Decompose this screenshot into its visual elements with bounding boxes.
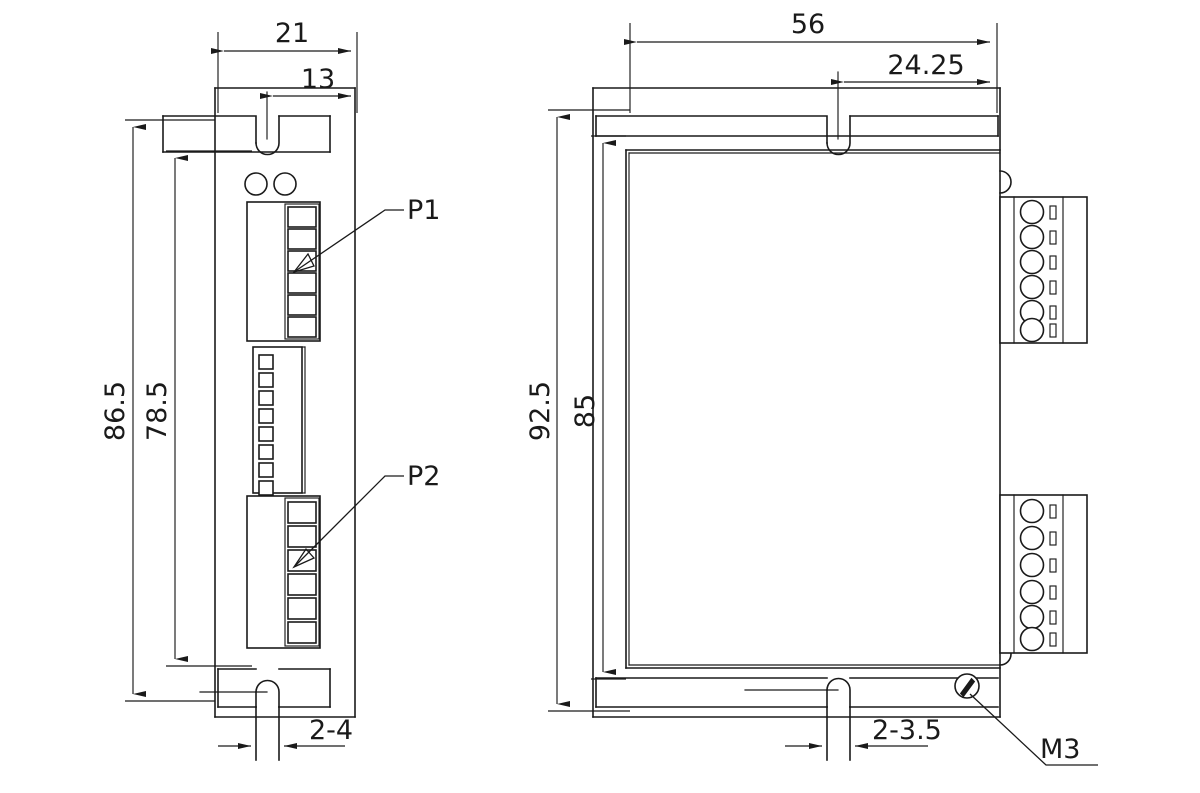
dip-switch-cell bbox=[258, 426, 274, 442]
p2-terminal bbox=[287, 573, 317, 596]
left-view-leds bbox=[244, 172, 297, 196]
p1-terminal bbox=[287, 294, 317, 316]
p2-terminal bbox=[287, 597, 317, 620]
dip-switch-cell bbox=[258, 462, 274, 478]
right-view-lower-terminal-block bbox=[999, 494, 1088, 654]
dip-switch-cell bbox=[258, 444, 274, 460]
terminal-screw bbox=[1019, 604, 1045, 630]
terminal-screw bbox=[1019, 224, 1045, 250]
p1-terminal bbox=[287, 206, 317, 228]
right-view-body-outline bbox=[592, 87, 1001, 718]
dip-switch-cell bbox=[258, 354, 274, 370]
dip-switch-cell bbox=[258, 372, 274, 388]
p2-terminal bbox=[287, 621, 317, 644]
dimension-2-3-5: 2-3.5 bbox=[785, 715, 942, 749]
callout-m3: M3 bbox=[969, 693, 1098, 766]
terminal-screw bbox=[1019, 552, 1045, 578]
right-view-top-bracket bbox=[595, 71, 999, 156]
right-view-bottom-bracket bbox=[595, 677, 999, 761]
terminal-screw bbox=[1019, 579, 1045, 605]
dimension-13: 13 bbox=[260, 64, 351, 99]
led-indicator-1 bbox=[244, 172, 268, 196]
dimension-24-25-text: 24.25 bbox=[887, 50, 964, 81]
left-view-dip-switch bbox=[252, 346, 306, 496]
terminal-slot bbox=[1049, 504, 1057, 519]
terminal-slot bbox=[1049, 323, 1057, 338]
p1-terminal bbox=[287, 316, 317, 338]
left-view-bottom-bracket bbox=[199, 668, 331, 761]
terminal-screw bbox=[1019, 525, 1045, 551]
terminal-screw bbox=[1019, 626, 1045, 652]
dimension-85-text: 85 bbox=[570, 394, 601, 428]
screw-slot-icon bbox=[959, 677, 976, 698]
right-view-upper-terminal-block bbox=[999, 196, 1088, 344]
terminal-slot bbox=[1049, 205, 1057, 220]
dimension-56-text: 56 bbox=[791, 9, 825, 40]
dimension-85: 85 bbox=[570, 135, 626, 680]
dimension-86-5-text: 86.5 bbox=[100, 381, 131, 441]
p1-terminal bbox=[287, 228, 317, 250]
p2-terminal bbox=[287, 525, 317, 548]
terminal-slot bbox=[1049, 230, 1057, 245]
terminal-slot bbox=[1049, 305, 1057, 320]
left-view-p2-connector bbox=[246, 495, 321, 649]
dimension-92-5: 92.5 bbox=[525, 109, 630, 712]
p1-terminal bbox=[287, 272, 317, 294]
led-indicator-2 bbox=[273, 172, 297, 196]
terminal-screw bbox=[1019, 317, 1045, 343]
dimension-2-4: 2-4 bbox=[218, 715, 353, 749]
callout-p1-text: P1 bbox=[407, 195, 440, 226]
dimension-2-4-text: 2-4 bbox=[309, 715, 353, 746]
terminal-screw bbox=[1019, 249, 1045, 275]
dimension-78-5: 78.5 bbox=[142, 150, 252, 667]
callout-p2-text: P2 bbox=[407, 461, 440, 492]
terminal-slot bbox=[1049, 531, 1057, 546]
left-view-p1-connector bbox=[246, 201, 321, 342]
dimension-21: 21 bbox=[211, 18, 358, 113]
terminal-screw bbox=[1019, 199, 1045, 225]
dimension-92-5-text: 92.5 bbox=[525, 381, 556, 441]
dip-switch-cell bbox=[258, 408, 274, 424]
left-view-body-outline bbox=[214, 87, 356, 718]
p2-terminal bbox=[287, 549, 317, 572]
dimension-86-5: 86.5 bbox=[100, 119, 215, 702]
callout-m3-text: M3 bbox=[1040, 734, 1080, 765]
left-view-group: 21 13 86.5 78.5 2-4 bbox=[100, 18, 440, 761]
terminal-slot bbox=[1049, 558, 1057, 573]
terminal-slot bbox=[1049, 632, 1057, 647]
terminal-slot bbox=[1049, 280, 1057, 295]
terminal-slot bbox=[1049, 610, 1057, 625]
right-view-group: 56 24.25 92.5 85 2-3.5 bbox=[525, 9, 1098, 766]
terminal-slot bbox=[1049, 255, 1057, 270]
terminal-slot bbox=[1049, 585, 1057, 600]
dip-switch-cell bbox=[258, 390, 274, 406]
terminal-screw bbox=[1019, 498, 1045, 524]
dimension-24-25: 24.25 bbox=[831, 50, 990, 85]
callout-p1: P1 bbox=[292, 195, 440, 274]
dimension-21-text: 21 bbox=[275, 18, 309, 49]
m3-screw bbox=[954, 673, 980, 699]
p2-terminal bbox=[287, 501, 317, 524]
dimension-78-5-text: 78.5 bbox=[142, 381, 173, 441]
terminal-screw bbox=[1019, 274, 1045, 300]
left-view-top-bracket bbox=[162, 91, 331, 156]
dimension-13-text: 13 bbox=[301, 64, 335, 95]
callout-p2: P2 bbox=[292, 461, 440, 569]
dimension-2-3-5-text: 2-3.5 bbox=[872, 715, 942, 746]
dip-switch-cell bbox=[258, 480, 274, 496]
dimension-56: 56 bbox=[624, 9, 998, 113]
